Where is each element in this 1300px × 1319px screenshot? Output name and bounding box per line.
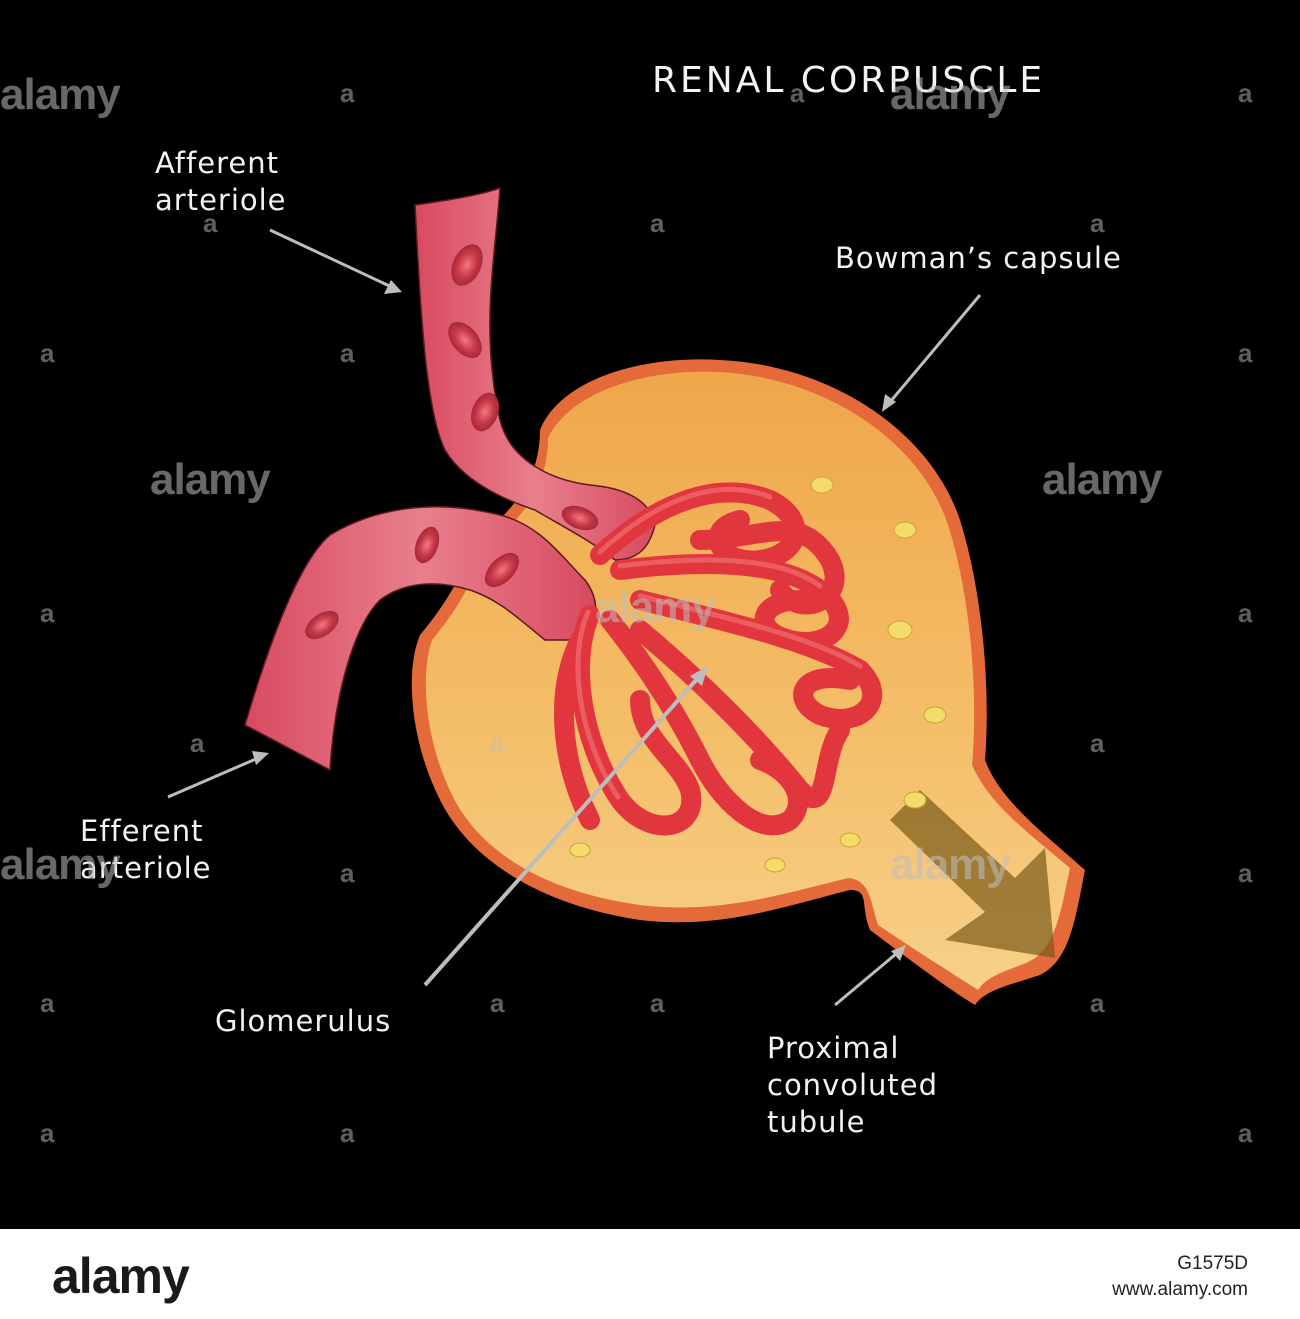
arrow-glomerulus bbox=[423, 668, 707, 987]
glomerulus-capillaries bbox=[553, 482, 883, 836]
arrow-bowman bbox=[883, 294, 982, 409]
watermark-logo: alamy bbox=[1042, 455, 1163, 504]
watermark-logo: alamy bbox=[0, 70, 121, 119]
label-afferent-arteriole: Afferent arteriole bbox=[155, 146, 287, 217]
label-efferent-arteriole: Efferent arteriole bbox=[80, 814, 212, 885]
watermark-logo: alamy bbox=[595, 583, 716, 632]
label-proximal-convoluted-tubule: Proximal convoluted tubule bbox=[767, 1031, 939, 1139]
arrow-efferent bbox=[167, 753, 266, 799]
label-glomerulus: Glomerulus bbox=[215, 1004, 392, 1038]
footer-bar: alamy G1575D www.alamy.com bbox=[0, 1229, 1300, 1319]
leader-arrows bbox=[167, 228, 982, 1007]
watermark-logo: alamy bbox=[0, 840, 121, 889]
watermark-logo: alamy bbox=[890, 70, 1011, 119]
arrow-afferent bbox=[269, 228, 399, 292]
footer-logo: alamy bbox=[52, 1248, 190, 1304]
footer-credit: G1575D www.alamy.com bbox=[1112, 1251, 1248, 1303]
glomerulus-highlights bbox=[575, 486, 863, 800]
diagram-title: RENAL CORPUSCLE bbox=[652, 60, 1046, 101]
filtrate-droplets bbox=[569, 476, 947, 873]
site-url: www.alamy.com bbox=[1112, 1279, 1248, 1300]
image-id: G1575D bbox=[1177, 1253, 1248, 1274]
watermark-logo: alamy bbox=[890, 840, 1011, 889]
filtrate-flow-arrow bbox=[890, 790, 1055, 958]
arrow-proximal bbox=[834, 946, 904, 1007]
label-bowmans-capsule: Bowman’s capsule bbox=[835, 241, 1122, 275]
watermark-logo: alamy bbox=[150, 455, 271, 504]
leader-arrowheads bbox=[252, 280, 906, 961]
red-blood-cells bbox=[305, 244, 599, 640]
